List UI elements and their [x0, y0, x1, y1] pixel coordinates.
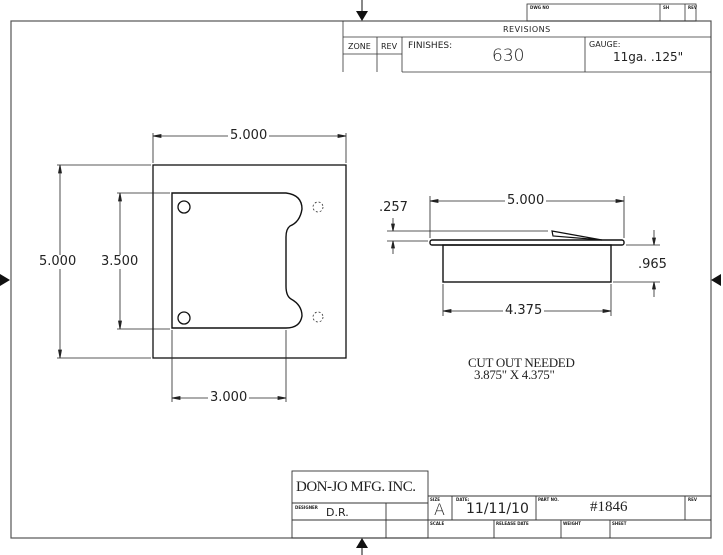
title-block-lines [291, 470, 711, 539]
sheet-label: SHEET [612, 521, 627, 526]
rev-label-bottom: REV [688, 497, 697, 502]
flange-outline [429, 239, 625, 246]
designer-value: D.R. [326, 506, 349, 519]
center-marker-bottom-icon [356, 538, 368, 555]
date-label: DATE: [456, 497, 470, 502]
date-value: 11/11/10 [466, 501, 529, 517]
zone-header: ZONE [348, 42, 371, 51]
center-marker-right-icon [711, 274, 721, 286]
dim-tab-height: .257 [379, 200, 408, 215]
finishes-value: 630 [492, 46, 525, 66]
company-name: DON-JO MFG. INC. [296, 479, 416, 495]
lift-tab-outline [551, 230, 603, 241]
dwg-no-label: DWG NO [530, 5, 550, 10]
dim-flange-width: 5.000 [505, 193, 547, 208]
center-marker-left-icon [0, 274, 10, 286]
body-outline [442, 244, 612, 283]
inner-plate-outline [171, 192, 303, 329]
hidden-hole-bottom [312, 311, 324, 323]
scale-label: SCALE [430, 521, 445, 526]
dim-body-height: .965 [638, 257, 667, 272]
dim-overall-width: 5.000 [228, 128, 270, 143]
dim-inner-height: 3.500 [99, 254, 141, 269]
outer-plate-outline [152, 164, 347, 359]
mounting-hole-bottom [177, 311, 191, 325]
revision-block-lines [342, 3, 711, 73]
size-label: SIZE [430, 497, 441, 502]
weight-label: WEIGHT [563, 521, 581, 526]
size-value: A [434, 500, 445, 519]
center-marker-top-icon [356, 0, 368, 21]
top-view [57, 133, 347, 402]
cutout-note-line2: 3.875" X 4.375" [474, 367, 555, 382]
finishes-label: FINISHES: [408, 41, 453, 51]
hidden-hole-top [312, 201, 324, 213]
part-no-label: PART NO. [538, 497, 559, 502]
sheet-border [10, 20, 712, 539]
rev-header: REV [381, 42, 398, 51]
revisions-title: REVISIONS [503, 25, 551, 34]
dim-inner-width: 3.000 [208, 390, 250, 405]
release-date-label: RELEASE DATE [496, 521, 529, 526]
cutout-note-line1: CUT OUT NEEDED [468, 355, 575, 370]
side-view [387, 196, 660, 316]
part-no-value: #1846 [590, 499, 628, 515]
designer-label: DESIGNER [295, 505, 318, 510]
dim-overall-height: 5.000 [37, 254, 79, 269]
gauge-value: 11ga. .125" [613, 50, 684, 64]
sheet-label-top: SH [663, 5, 670, 10]
dim-body-width: 4.375 [503, 303, 545, 318]
mounting-hole-top [177, 200, 191, 214]
rev-label-top: REV [688, 5, 697, 10]
gauge-label: GAUGE: [589, 40, 621, 49]
